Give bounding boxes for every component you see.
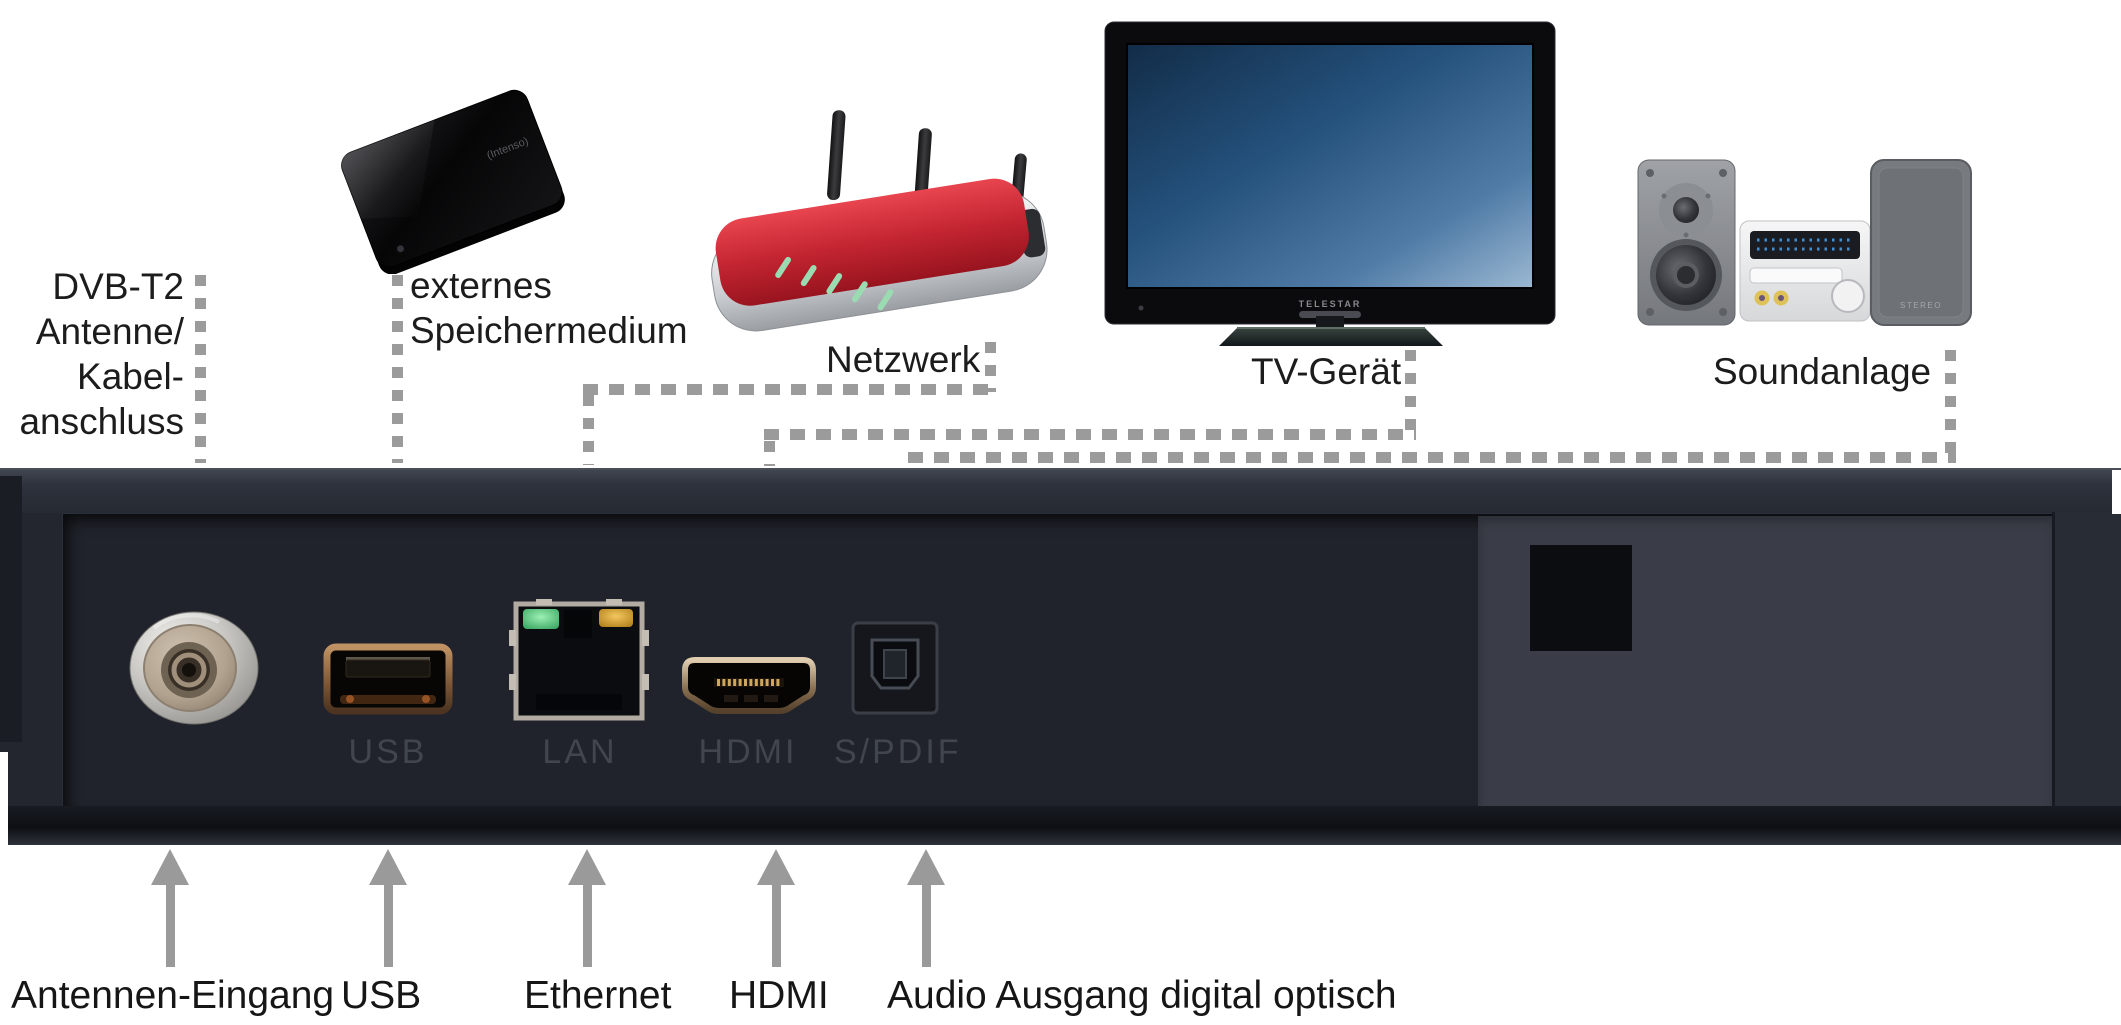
- chassis-left-edge: [0, 476, 22, 742]
- speaker-brand-text: STEREO: [1900, 301, 1942, 310]
- ventilation-square: [1530, 545, 1632, 651]
- dvbt2-dashed-line: [195, 275, 206, 463]
- external-hdd-icon: (Intenso): [341, 89, 565, 274]
- network-dashed-line-horizontal: [583, 384, 996, 395]
- dvbt2-line2: Antenne/: [35, 311, 184, 352]
- stereo-system-icon: STEREO: [1637, 159, 1972, 326]
- hdmi-dashed-drop: [764, 441, 775, 466]
- tv-dashed-line-horizontal: [764, 429, 1416, 440]
- lan-port-icon: [509, 599, 649, 721]
- spdif-port-label: S/PDIF: [834, 733, 962, 771]
- arrow-up-icon-audio: [907, 849, 945, 885]
- storage-label: externes Speichermedium: [410, 263, 688, 353]
- arrow-shaft-antenna: [166, 883, 175, 967]
- arrow-shaft-hdmi: [772, 883, 781, 967]
- chassis-bottom-edge: [0, 806, 2121, 845]
- tv-icon: TELESTAR: [1104, 21, 1556, 346]
- arrow-up-icon-hdmi: [757, 849, 795, 885]
- storage-line2: Speichermedium: [410, 310, 688, 351]
- chassis-right-frame: [2052, 512, 2121, 818]
- arrow-shaft-ethernet: [583, 883, 592, 967]
- dvbt2-line4: anschluss: [19, 401, 184, 442]
- chassis-top-face: [0, 468, 2121, 513]
- network-dashed-line-vertical: [985, 342, 996, 392]
- ethernet-bottom-label: Ethernet: [524, 974, 672, 1017]
- sound-dashed-line-horizontal: [908, 452, 1956, 463]
- storage-line1: externes: [410, 265, 552, 306]
- antenna-input-label: Antennen-Eingang: [11, 974, 335, 1017]
- arrow-up-icon-usb: [369, 849, 407, 885]
- arrow-up-icon-antenna: [151, 849, 189, 885]
- usb-bottom-label: USB: [341, 974, 422, 1017]
- hdmi-port-icon: [682, 657, 816, 714]
- hdmi-bottom-label: HDMI: [729, 974, 829, 1017]
- usb-port-label: USB: [348, 733, 428, 771]
- sound-label: Soundanlage: [1713, 351, 1932, 392]
- chassis-bottom-left-notch: [0, 752, 8, 845]
- dvbt2-line3: Kabel-: [77, 356, 184, 397]
- audio-output-label: Audio Ausgang digital optisch: [887, 974, 1397, 1017]
- dvbt2-antenna-label: DVB-T2 Antenne/ Kabel- anschluss: [0, 264, 184, 444]
- tv-dashed-line-vertical: [1405, 350, 1416, 432]
- router-icon: [711, 110, 1048, 332]
- arrow-up-icon-ethernet: [568, 849, 606, 885]
- tv-label: TV-Gerät: [1251, 351, 1402, 392]
- arrow-shaft-audio: [922, 883, 931, 967]
- tv-brand-text: TELESTAR: [1299, 299, 1362, 309]
- lan-dashed-drop: [583, 395, 594, 465]
- sound-dashed-line-vertical: [1945, 350, 1956, 454]
- chassis-top-right-notch: [2112, 470, 2121, 514]
- dvbt2-line1: DVB-T2: [52, 266, 184, 307]
- usb-port-icon: [323, 643, 453, 715]
- storage-dashed-line: [392, 275, 403, 463]
- receiver-back-panel: [0, 468, 2121, 845]
- lan-port-label: LAN: [542, 733, 618, 771]
- hdmi-port-label: HDMI: [698, 733, 798, 771]
- arrow-shaft-usb: [384, 883, 393, 967]
- spdif-port-icon: [851, 621, 939, 715]
- antenna-connector-icon: [129, 611, 259, 725]
- network-label: Netzwerk: [826, 339, 981, 380]
